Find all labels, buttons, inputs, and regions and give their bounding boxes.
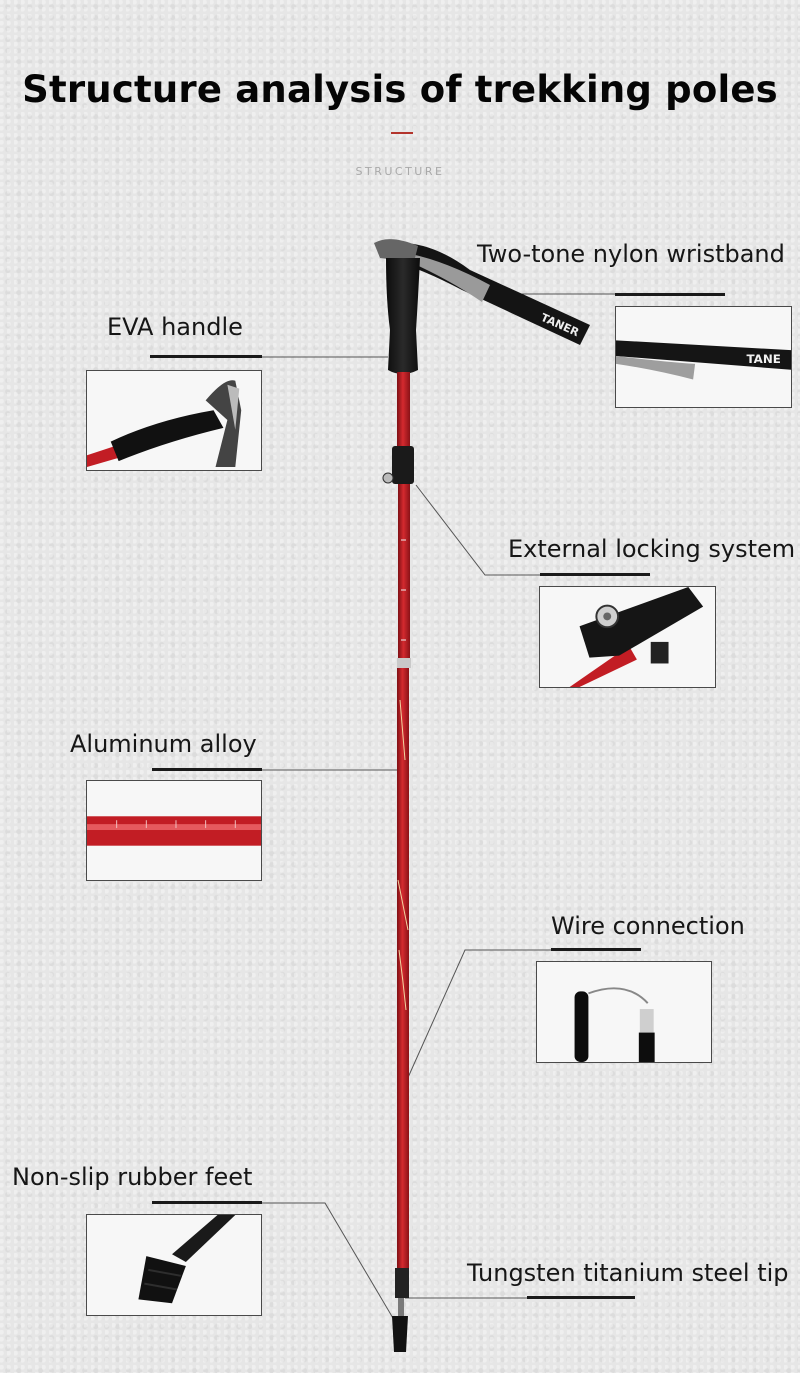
callout-label-wristband: Two-tone nylon wristband <box>477 240 785 268</box>
callout-label-wire: Wire connection <box>551 912 745 940</box>
callout-label-feet: Non-slip rubber feet <box>12 1163 253 1191</box>
callout-label-tip: Tungsten titanium steel tip <box>467 1259 789 1287</box>
handle-cap <box>374 239 418 262</box>
callout-underline-lock <box>540 573 650 576</box>
lower-shaft <box>397 668 409 1268</box>
callout-underline-tip <box>527 1296 635 1299</box>
rubber-foot <box>392 1316 408 1352</box>
callout-underline-feet <box>152 1201 262 1204</box>
scale-marks <box>401 539 406 641</box>
steel-tip <box>398 1298 404 1316</box>
title-accent-rule <box>391 132 413 134</box>
callout-label-alloy: Aluminum alloy <box>70 730 257 758</box>
tip-section <box>395 1268 409 1298</box>
callout-underline-wristband <box>615 293 725 296</box>
thumb-feet <box>86 1214 262 1316</box>
upper-shaft <box>397 372 410 452</box>
joint-ring <box>397 658 411 668</box>
callout-underline-handle <box>150 355 262 358</box>
callout-label-lock: External locking system <box>508 535 796 563</box>
page-subtitle: STRUCTURE <box>355 165 445 178</box>
lock-screw <box>382 472 394 484</box>
eva-grip <box>386 258 420 374</box>
thumb-lock <box>539 586 716 688</box>
thumb-strap-text: TANE <box>747 352 781 366</box>
shaft-graphics <box>397 699 409 1011</box>
thumb-handle <box>86 370 262 471</box>
callout-underline-alloy <box>152 768 262 771</box>
leader-lines <box>262 293 650 1331</box>
thumb-wire <box>536 961 712 1063</box>
lock-clamp <box>392 446 414 484</box>
thumb-alloy <box>86 780 262 881</box>
callout-label-handle: EVA handle <box>107 313 243 341</box>
page-title: Structure analysis of trekking poles <box>22 68 778 111</box>
thumb-wristband: TANE <box>615 306 792 408</box>
middle-shaft <box>398 484 410 664</box>
callout-underline-wire <box>551 948 641 951</box>
